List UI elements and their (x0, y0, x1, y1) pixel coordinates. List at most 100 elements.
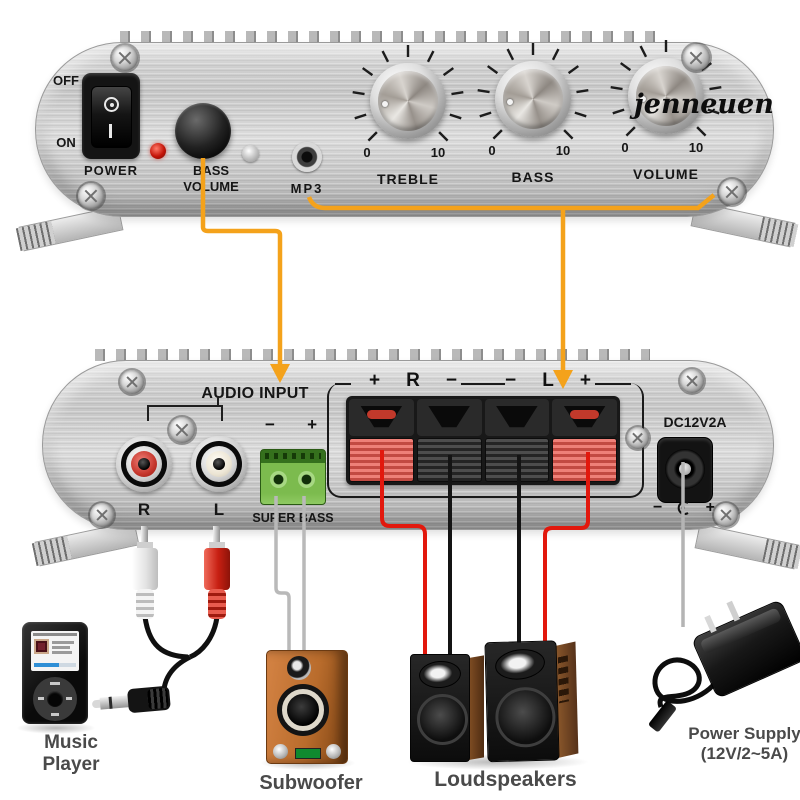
plus-sign: + (579, 370, 591, 391)
terminal-hole (298, 471, 315, 488)
knob-ticks (352, 45, 464, 142)
knob-ticks (477, 43, 589, 140)
channel-letter: R (406, 370, 420, 391)
power-on-symbol (109, 124, 112, 138)
adapter-barrel-plug (647, 700, 678, 733)
plus-sign: + (369, 370, 381, 391)
mounting-foot (694, 523, 800, 570)
scale-min: 0 (363, 145, 371, 160)
power-led (150, 143, 166, 159)
progress-bar (34, 663, 76, 667)
rca-plug-red (203, 526, 231, 620)
center-positive-icon (677, 501, 689, 515)
dc-label: DC12V2A (663, 414, 727, 430)
power-supply-label: Power Supply (12V/2~5A) (688, 724, 800, 763)
super-bass-terminal (260, 449, 326, 505)
treble-label: TREBLE (377, 171, 439, 187)
minus-sign: − (265, 415, 275, 434)
screw (112, 45, 138, 71)
audio-cable (142, 616, 189, 660)
ipod-screen (31, 631, 79, 671)
terminal-hole (270, 471, 287, 488)
audio-cable (188, 616, 220, 660)
rca-input-left (191, 436, 247, 492)
plus-sign: + (307, 415, 317, 434)
super-bass-label: SUPER BASS (252, 511, 334, 525)
volume-knob (628, 58, 704, 134)
power-rocker (91, 86, 132, 148)
music-player-label: Music Player (42, 732, 100, 775)
minus-sign: − (505, 370, 517, 391)
display (295, 748, 321, 759)
woofer (417, 694, 468, 745)
woofer (277, 684, 329, 736)
plug-prong (726, 600, 741, 622)
subwoofer-label: Subwoofer (259, 772, 363, 794)
album-art (34, 639, 49, 654)
bass-volume-label: BASS VOLUME (183, 163, 239, 194)
music-player (22, 622, 88, 724)
loudspeaker-left (410, 654, 488, 762)
scale-min: 0 (488, 143, 496, 158)
bass-label: BASS (511, 169, 555, 185)
loudspeaker-right (484, 640, 583, 763)
power-off-symbol (104, 97, 119, 112)
tweeter (287, 656, 311, 680)
screw (169, 417, 195, 443)
treble-knob-group: 0 10 TREBLE (328, 21, 488, 187)
terminal-l-plus (552, 399, 617, 482)
amplifier-rear-panel: AUDIO INPUT R L − + SUPER BASS + R − − L… (42, 360, 774, 530)
screw (714, 503, 738, 527)
plug-prong (704, 615, 717, 633)
left-channel-labels: − L + (505, 370, 591, 392)
terminal-r-plus (349, 399, 414, 482)
screw (78, 183, 104, 209)
volume-label: VOLUME (633, 166, 699, 182)
outline-segment (595, 383, 631, 385)
volume-knob-group: 0 10 VOLUME (586, 16, 746, 182)
terminal-l-minus (484, 399, 550, 482)
outline-segment (335, 383, 351, 385)
screw (120, 370, 144, 394)
screw (680, 369, 704, 393)
scale-max: 10 (430, 145, 446, 160)
cooling-fins-front (120, 31, 665, 43)
scale-max: 10 (555, 143, 571, 158)
rca-right-label: R (137, 500, 151, 519)
scale-max: 10 (688, 140, 704, 155)
right-channel-labels: + R − (369, 370, 457, 392)
rca-plug-white (131, 526, 159, 620)
dc-polarity: − + (653, 499, 715, 517)
super-bass-polarity: − + (265, 415, 317, 435)
audio-input-bracket (147, 405, 223, 421)
scale-min: 0 (621, 140, 629, 155)
power-off-label: OFF (53, 73, 79, 88)
minus-sign: − (445, 370, 457, 391)
channel-letter: L (542, 370, 554, 391)
mp3-input-jack (292, 142, 322, 172)
plus-sign: + (705, 499, 715, 516)
hex-nut (242, 145, 259, 162)
power-adapter (690, 598, 800, 700)
treble-knob (370, 63, 446, 139)
bass-knob-group: 0 10 BASS (453, 19, 613, 185)
control-knob (273, 744, 288, 759)
screw (90, 503, 114, 527)
loudspeakers-label: Loudspeakers (434, 768, 577, 791)
screw (719, 179, 745, 205)
rca-input-right (116, 436, 172, 492)
screw (683, 44, 710, 71)
terminal-r-minus (416, 399, 482, 482)
control-knob (326, 744, 341, 759)
aux-plug (91, 685, 171, 717)
bracket-tick (217, 396, 219, 407)
speaker-terminal-block (346, 396, 620, 485)
power-on-label: ON (56, 135, 76, 150)
bass-volume-knob (175, 103, 231, 159)
bass-knob (495, 61, 571, 137)
dc-power-jack (657, 437, 713, 503)
port-slots (557, 655, 570, 704)
rca-left-label: L (213, 500, 225, 519)
click-wheel (33, 677, 77, 721)
outline-segment (461, 383, 505, 385)
